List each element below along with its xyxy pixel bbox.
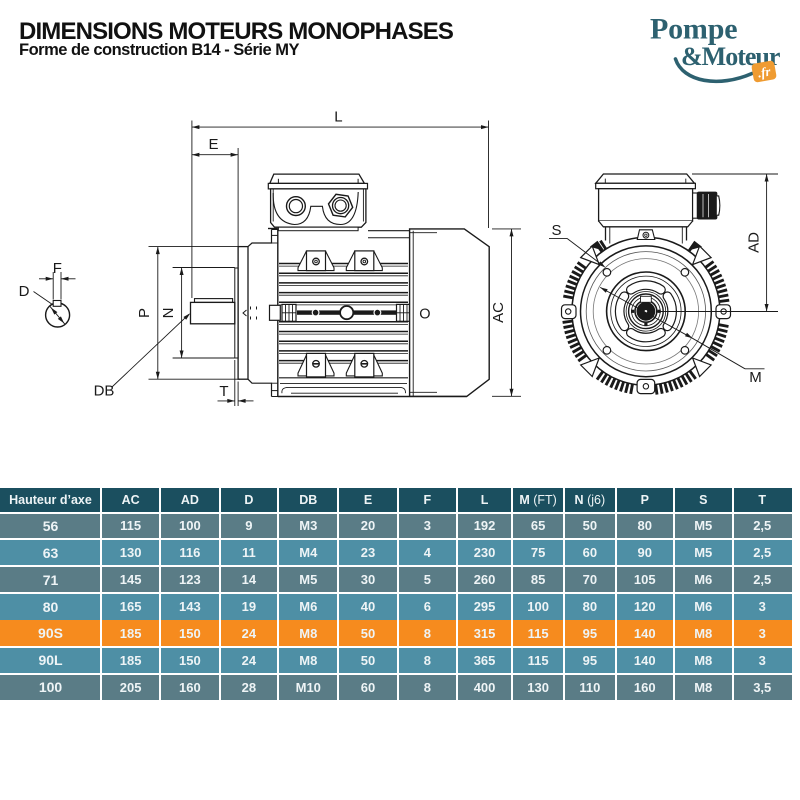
svg-text:D: D xyxy=(19,283,30,300)
svg-text:E: E xyxy=(208,136,218,153)
svg-text:L: L xyxy=(334,109,342,126)
svg-text:O: O xyxy=(419,306,430,322)
svg-text:DB: DB xyxy=(94,383,115,400)
svg-text:AC: AC xyxy=(490,302,507,323)
svg-text:P: P xyxy=(136,308,153,318)
svg-text:T: T xyxy=(219,383,228,400)
svg-text:F: F xyxy=(53,260,62,277)
svg-text:M: M xyxy=(749,369,762,386)
svg-text:N: N xyxy=(160,308,177,319)
svg-text:S: S xyxy=(551,222,561,239)
svg-text:.fr: .fr xyxy=(757,63,773,80)
svg-text:Pompe: Pompe xyxy=(650,13,737,46)
svg-text:AD: AD xyxy=(745,232,762,253)
